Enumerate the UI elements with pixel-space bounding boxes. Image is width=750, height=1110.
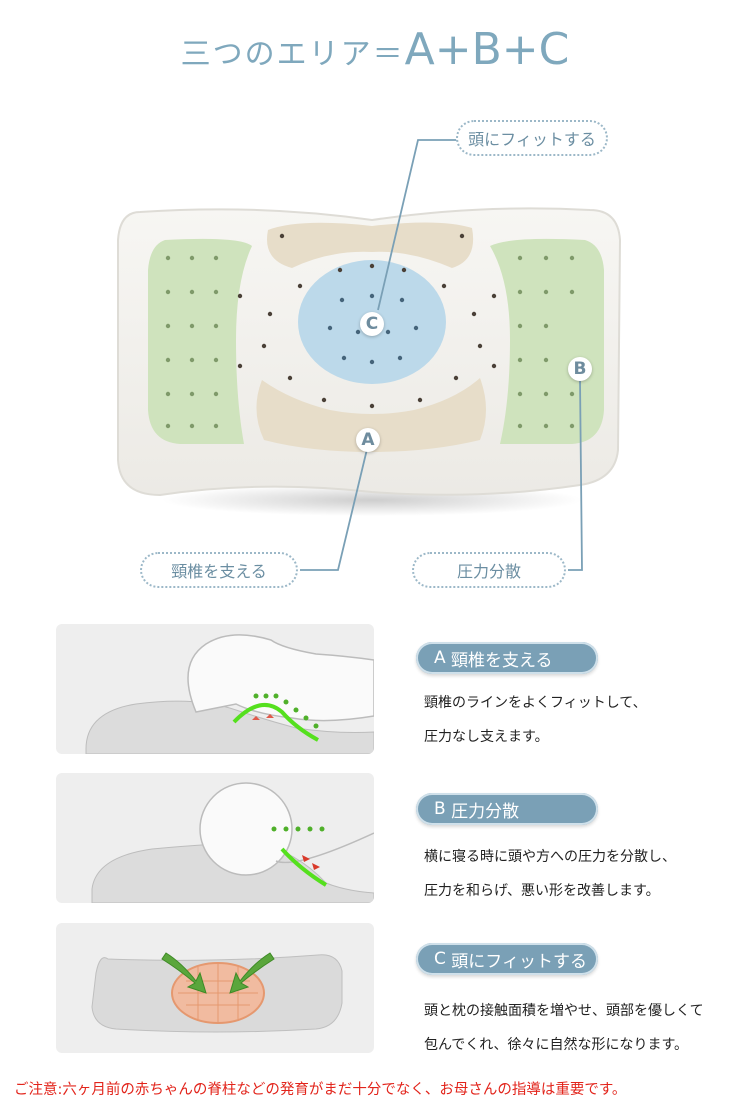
- section-c-heading: C 頭にフィットする: [416, 943, 598, 975]
- callout-b: 圧力分散: [412, 552, 566, 588]
- section-b-description: 横に寝る時に頭や方への圧力を分散し、 圧力を和らげ、悪い形を改善します。: [424, 840, 676, 908]
- section-c-label: 頭にフィットする: [451, 951, 587, 972]
- arrow-right: [229, 952, 275, 994]
- leader-c: [377, 139, 460, 311]
- zone-a-bottom: [256, 378, 486, 452]
- leader-b: [568, 379, 583, 571]
- zone-b-left: [148, 238, 252, 444]
- section-c-line-1: 頭と枕の接触面積を増やせ、頭部を優しくて: [424, 1003, 704, 1019]
- marker-b: B: [568, 357, 592, 381]
- page-title: 三つのエリア＝A+B+C: [0, 24, 750, 75]
- holes-blue: [327, 293, 419, 365]
- arrow-left: [161, 952, 207, 994]
- callout-c: 頭にフィットする: [456, 120, 608, 156]
- illustration-head-fit: [56, 923, 374, 1053]
- section-a-line-2: 圧力なし支えます。: [424, 729, 549, 745]
- pillow-profile: [85, 700, 374, 754]
- title-formula: A+B+C: [404, 24, 570, 75]
- leader-lines: [300, 139, 583, 571]
- section-b-letter: B: [434, 799, 446, 819]
- section-a-letter: A: [434, 648, 446, 668]
- section-a-heading: A 頸椎を支える: [416, 642, 598, 674]
- illustration-pressure: [56, 773, 374, 903]
- neck-curve: [232, 702, 319, 742]
- section-c-letter: C: [434, 949, 446, 969]
- title-prefix: 三つのエリア＝: [180, 37, 405, 72]
- section-b-label: 圧力分散: [451, 801, 520, 822]
- pillow-diagram: [117, 139, 622, 571]
- marker-c: C: [360, 312, 384, 336]
- holes-center: [237, 233, 497, 409]
- illustration-neck-support: [56, 624, 374, 754]
- caution-notice: ご注意:六ヶ月前の赤ちゃんの脊柱などの発育がまだ十分でなく、お母さんの指導は重要…: [14, 1082, 627, 1098]
- pressure-curve: [280, 847, 328, 887]
- callout-a: 頸椎を支える: [140, 552, 298, 588]
- holes-green: [165, 255, 575, 429]
- section-a-line-1: 頸椎のラインをよくフィットして、: [424, 695, 647, 711]
- leader-a: [300, 444, 369, 571]
- section-b-line-2: 圧力を和らげ、悪い形を改善します。: [424, 883, 660, 899]
- neck-outline: [275, 832, 374, 864]
- marker-a: A: [356, 428, 380, 452]
- section-c-line-2: 包んでくれ、徐々に自然な形になります。: [424, 1037, 689, 1053]
- zone-a-top: [267, 222, 474, 268]
- section-b-heading: B 圧力分散: [416, 793, 598, 825]
- section-a-label: 頸椎を支える: [451, 650, 553, 671]
- head-outline: [199, 782, 293, 876]
- section-a-description: 頸椎のラインをよくフィットして、 圧力なし支えます。: [424, 686, 647, 754]
- section-c-description: 頭と枕の接触面積を増やせ、頭部を優しくて 包んでくれ、徐々に自然な形になります。: [424, 994, 704, 1062]
- section-b-line-1: 横に寝る時に頭や方への圧力を分散し、: [424, 849, 676, 865]
- head-outline: [187, 634, 374, 722]
